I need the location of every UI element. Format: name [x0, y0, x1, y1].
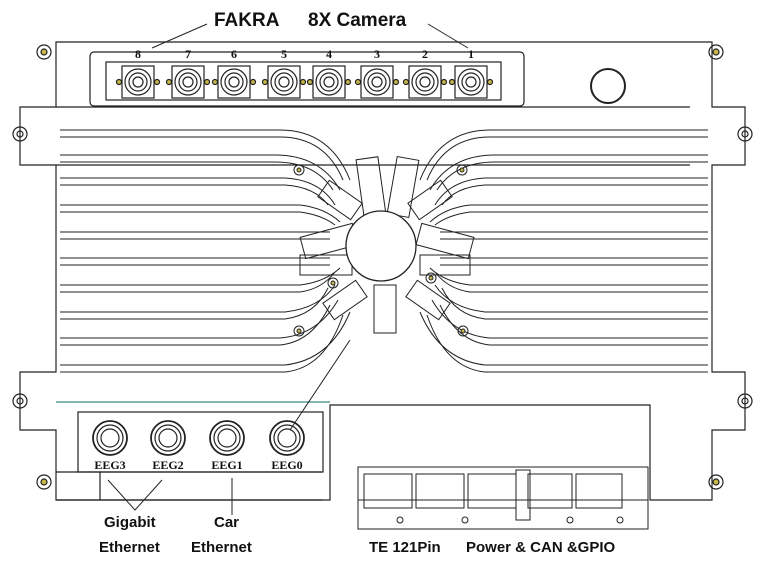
te-connector-icon	[357, 466, 649, 530]
camera-port-number-3: 3	[374, 47, 380, 61]
rj45-port-icon[interactable]	[150, 420, 186, 456]
camera-port-number-4: 4	[326, 47, 332, 61]
fakra-connector-icon[interactable]	[306, 65, 352, 99]
central-hub	[345, 210, 417, 282]
ethernet-port-label-eeg3: EEG3	[94, 458, 126, 472]
camera-port-number-6: 6	[231, 47, 237, 61]
leader-lines	[107, 23, 469, 515]
camera-label: 8X Camera	[308, 10, 407, 31]
gigabit-label-1: Gigabit	[104, 514, 156, 531]
camera-port-number-7: 7	[185, 47, 191, 61]
ethernet-port-label-eeg0: EEG0	[271, 458, 303, 472]
camera-strip	[89, 51, 525, 107]
rj45-port-icon[interactable]	[92, 420, 128, 456]
rj45-port-icon[interactable]	[209, 420, 245, 456]
gigabit-label-2: Ethernet	[99, 539, 160, 556]
heatsink-fins-left	[60, 129, 351, 373]
power-can-gpio-label: Power & CAN &GPIO	[466, 539, 616, 556]
radial-fins	[299, 155, 475, 334]
fakra-label: FAKRA	[214, 10, 280, 31]
heatsink-screw-icon	[293, 164, 469, 337]
mounting-hole-icon	[12, 126, 753, 409]
car-label-1: Car	[214, 514, 240, 531]
fakra-connector-icon[interactable]	[402, 65, 448, 99]
te-connector-label: TE 121Pin	[369, 539, 441, 556]
fakra-connector-icon[interactable]	[165, 65, 211, 99]
ethernet-port-label-eeg2: EEG2	[152, 458, 184, 472]
fakra-connector-icon[interactable]	[354, 65, 400, 99]
rj45-port-icon[interactable]	[269, 420, 305, 456]
knob	[590, 68, 626, 104]
fakra-connector-icon[interactable]	[448, 65, 494, 99]
screw-icon	[36, 44, 724, 490]
heatsink-fins-right	[419, 129, 708, 373]
camera-port-number-8: 8	[135, 47, 141, 61]
ethernet-port-label-eeg1: EEG1	[211, 458, 243, 472]
fakra-connector-icon[interactable]	[211, 65, 257, 99]
inner-frame	[56, 106, 690, 166]
car-label-2: Ethernet	[191, 539, 252, 556]
fakra-connector-icon[interactable]	[115, 65, 161, 99]
camera-port-number-2: 2	[422, 47, 428, 61]
camera-port-number-5: 5	[281, 47, 287, 61]
fakra-connector-icon[interactable]	[261, 65, 307, 99]
camera-port-number-1: 1	[468, 47, 474, 61]
